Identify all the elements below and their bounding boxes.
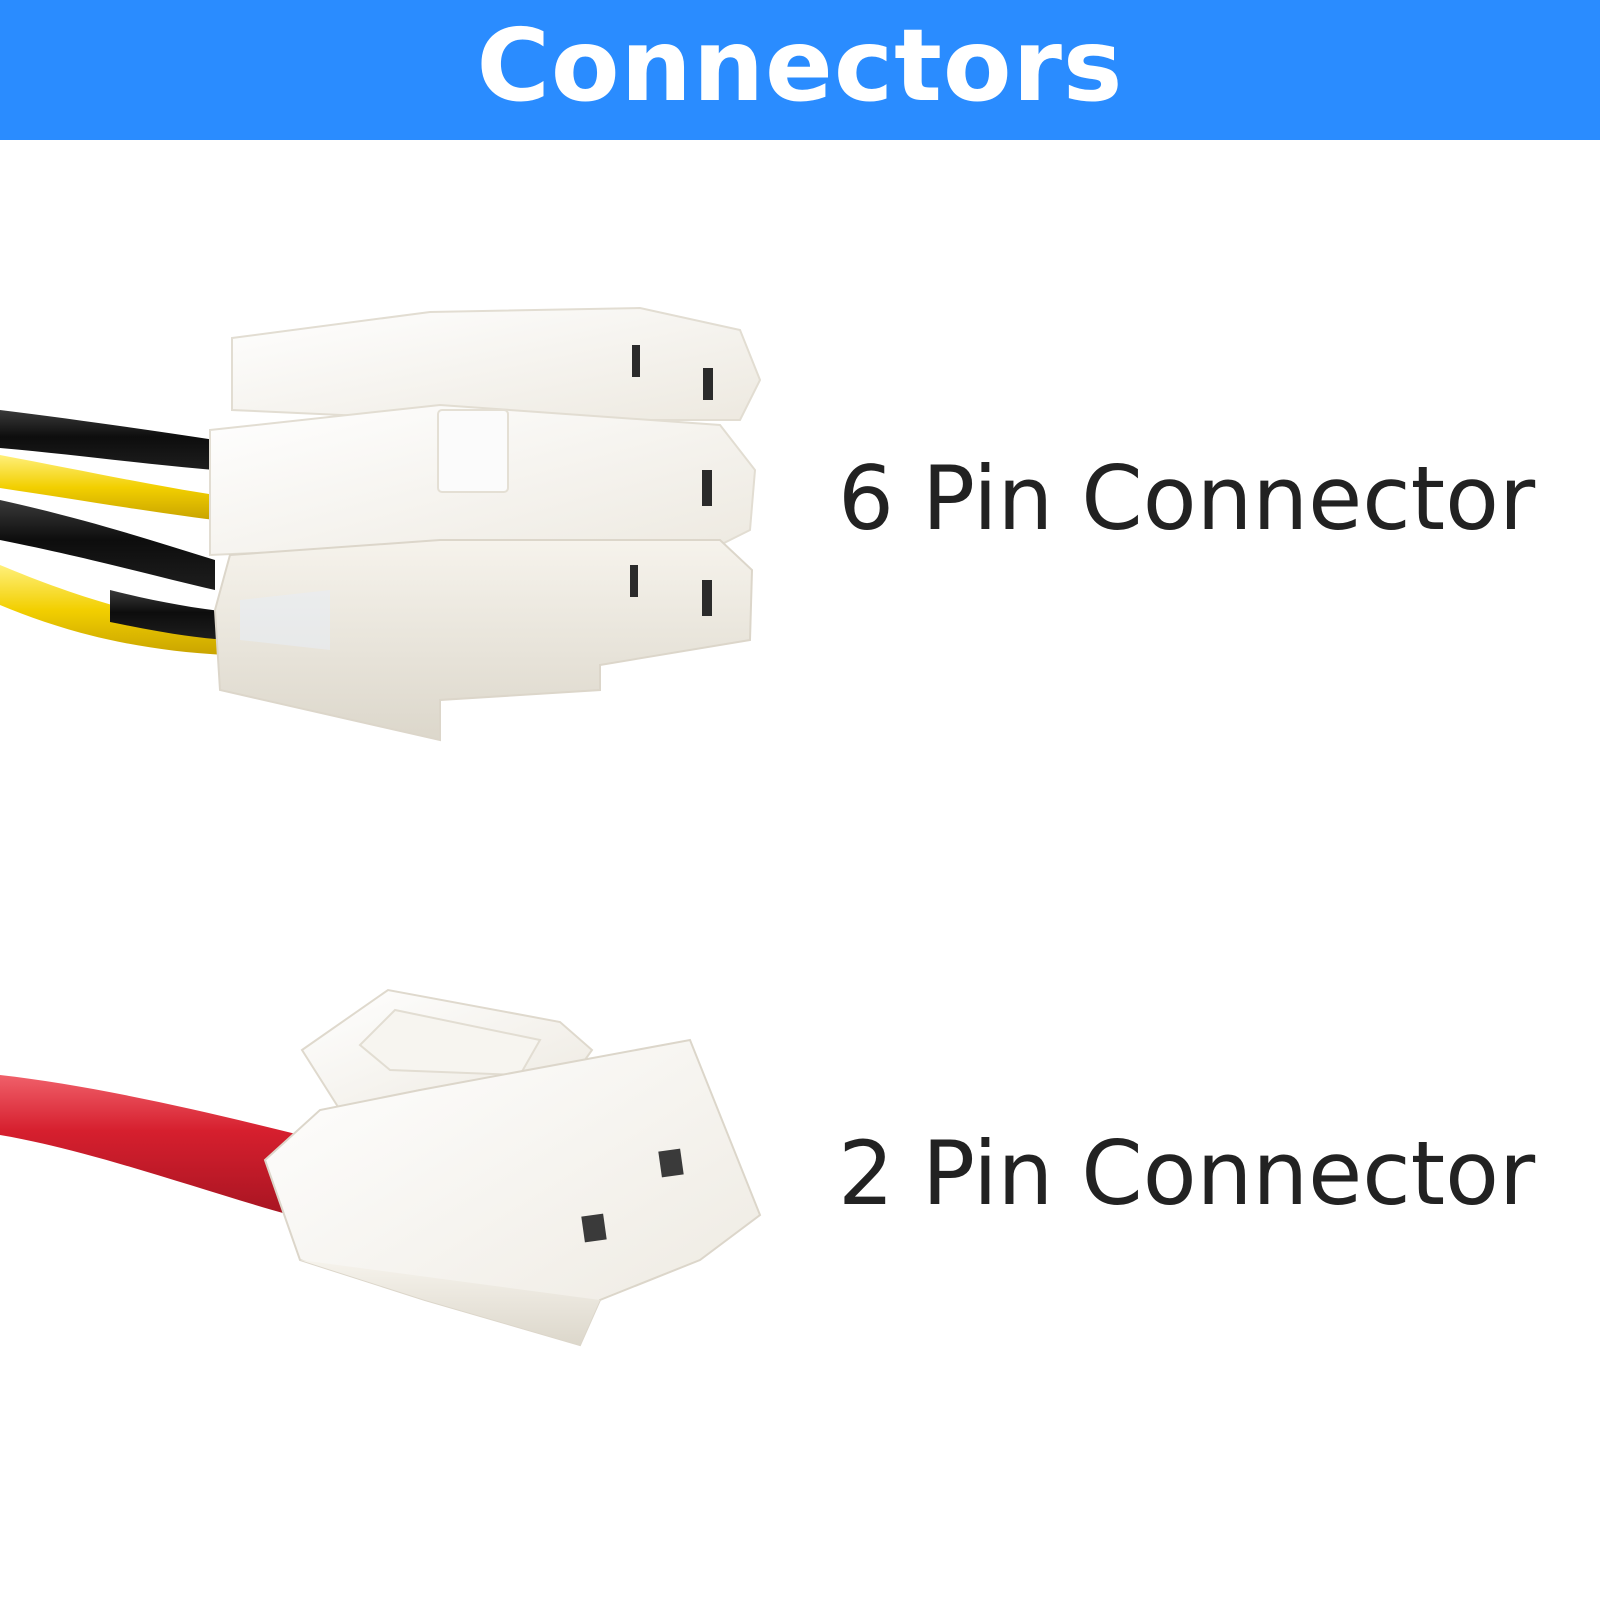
six-pin-housing <box>209 306 762 742</box>
two-pin-connector-label: 2 Pin Connector <box>838 1122 1536 1225</box>
six-pin-wires <box>0 410 230 655</box>
two-pin-housing <box>263 988 762 1347</box>
header-banner: Connectors <box>0 0 1600 140</box>
two-pin-wire <box>0 1075 300 1215</box>
six-pin-connector-label: 6 Pin Connector <box>838 447 1536 550</box>
header-title: Connectors <box>476 7 1124 124</box>
